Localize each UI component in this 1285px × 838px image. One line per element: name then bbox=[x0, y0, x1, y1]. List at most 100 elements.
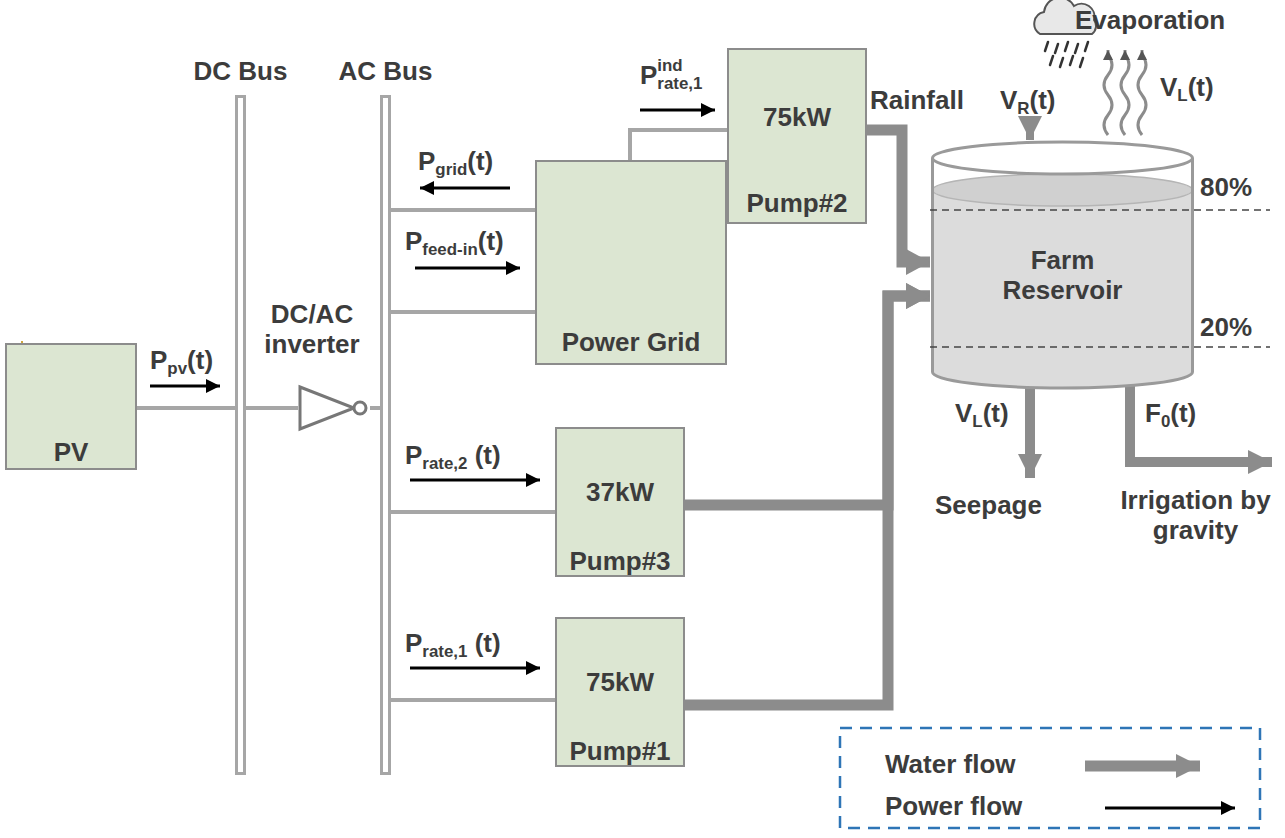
node-label: Pump#3 bbox=[569, 546, 670, 576]
node-heading: DC/AC inverter bbox=[252, 299, 372, 359]
annotation-label: VL(t) bbox=[955, 398, 1009, 431]
text-run: (t) bbox=[1170, 398, 1196, 428]
text-run: (t) bbox=[1188, 72, 1214, 102]
power-line-connector bbox=[391, 188, 535, 210]
level-line bbox=[930, 346, 1270, 348]
text-run: 0 bbox=[1161, 414, 1170, 431]
pump-box: 37kW Pump#3 bbox=[555, 427, 685, 577]
annotation-label: Seepage bbox=[935, 490, 1042, 520]
text-run: V bbox=[1000, 85, 1017, 115]
power-line-connector bbox=[391, 668, 555, 700]
inverter-triangle bbox=[300, 387, 354, 429]
text-run: (t) bbox=[983, 398, 1009, 428]
power-symbol-label: Pgrid(t) bbox=[418, 146, 493, 179]
node-label: PV bbox=[54, 437, 89, 467]
text-run: L bbox=[972, 414, 982, 431]
power-line-connector bbox=[391, 268, 535, 312]
node-label: Farm Reservoir bbox=[973, 245, 1153, 305]
text-run: (t) bbox=[187, 345, 213, 375]
annotation-label: Irrigation by gravity bbox=[1118, 485, 1273, 545]
power-flow-arrow bbox=[410, 479, 540, 482]
text-run: ind bbox=[657, 58, 682, 75]
text-run: (t) bbox=[1030, 85, 1056, 115]
power-line-connector bbox=[630, 110, 727, 160]
text-run: (t) bbox=[467, 146, 493, 176]
text-run: Seepage bbox=[935, 490, 1042, 520]
text-run: grid bbox=[435, 162, 467, 179]
text-run: 20% bbox=[1200, 312, 1252, 342]
cylinder-body bbox=[933, 158, 1193, 388]
power-flow-arrow bbox=[410, 667, 540, 670]
power-flow-arrow bbox=[415, 267, 520, 270]
ac-bus-bar: AC Bus bbox=[380, 95, 391, 775]
text-run: 80% bbox=[1200, 172, 1252, 202]
dc-bus-bar: DC Bus bbox=[235, 95, 246, 775]
rain-cloud-part bbox=[1026, 118, 1034, 140]
evaporation-arrows-part bbox=[1121, 50, 1129, 135]
text-run: pv bbox=[167, 361, 187, 378]
rating-text: 75kW bbox=[761, 102, 833, 132]
outflow-arrows-part bbox=[1025, 386, 1035, 478]
text-run: rate,1 bbox=[657, 76, 702, 93]
annotation-label: 80% bbox=[1200, 172, 1252, 202]
inverter-outline bbox=[298, 385, 370, 431]
inverter-symbol: DC/AC inverter bbox=[298, 385, 370, 431]
node-label: Pump#1 bbox=[569, 736, 670, 766]
node-heading: DC Bus bbox=[194, 56, 288, 86]
power-symbol-label: Pfeed-in(t) bbox=[405, 226, 504, 259]
water-fill bbox=[933, 190, 1193, 388]
text-run: Irrigation by gravity bbox=[1120, 485, 1270, 545]
water-flow-connector bbox=[867, 130, 930, 262]
annotation-label: Rainfall bbox=[870, 85, 964, 115]
rating-text: 37kW bbox=[584, 477, 656, 507]
text-run: feed-in bbox=[422, 242, 477, 259]
text-run: P bbox=[405, 628, 422, 658]
text-run: (t) bbox=[478, 226, 504, 256]
power-line-connector bbox=[246, 408, 298, 409]
pump-box: 75kWPump#2 bbox=[727, 48, 867, 224]
text-run: (t) bbox=[467, 440, 500, 470]
legend-text: Power flow bbox=[885, 791, 1022, 821]
power-flow-arrow bbox=[640, 109, 715, 112]
rain-cloud-part bbox=[1045, 42, 1088, 67]
power-grid-box: Power Grid bbox=[535, 160, 727, 365]
power-line-connector bbox=[391, 480, 555, 512]
text-run: P bbox=[150, 345, 167, 375]
text-run: Evaporation bbox=[1075, 5, 1225, 35]
text-run: Rainfall bbox=[870, 85, 964, 115]
power-flow-arrow bbox=[420, 187, 510, 190]
power-line-connector bbox=[370, 408, 380, 409]
legend-text: Water flow bbox=[885, 749, 1015, 779]
annotation-label: VL(t) bbox=[1160, 72, 1214, 105]
reservoir-cylinder: Farm Reservoir bbox=[930, 140, 1195, 390]
water-surface bbox=[933, 174, 1193, 206]
evaporation-arrows bbox=[1104, 50, 1146, 135]
power-wire bbox=[630, 130, 727, 160]
annotation-label: 20% bbox=[1200, 312, 1252, 342]
power-wire bbox=[137, 406, 235, 410]
rating-text: 75kW bbox=[584, 667, 656, 697]
power-wire bbox=[370, 406, 380, 410]
evaporation-arrows-part bbox=[1104, 50, 1112, 135]
text-run: P bbox=[405, 226, 422, 256]
annotation-label: Evaporation bbox=[1075, 5, 1225, 35]
power-symbol-label: Prate,1ind bbox=[640, 58, 683, 93]
power-line-connector bbox=[137, 386, 235, 408]
power-symbol-label: Prate,2 (t) bbox=[405, 440, 501, 473]
power-flow-arrow bbox=[150, 385, 220, 388]
evaporation-arrows-part bbox=[1138, 50, 1146, 135]
pump-box: 75kW Pump#1 bbox=[555, 617, 685, 767]
power-symbol-label: Prate,1 (t) bbox=[405, 628, 501, 661]
cylinder-wall bbox=[933, 158, 1193, 388]
text-run: rate,2 bbox=[422, 456, 467, 473]
node-label: Power Grid bbox=[562, 327, 701, 357]
text-run: P bbox=[640, 60, 657, 90]
inverter-bubble bbox=[354, 402, 366, 414]
outflow-arrows-part bbox=[1130, 386, 1272, 462]
power-wire bbox=[391, 310, 535, 314]
text-run: V bbox=[955, 398, 972, 428]
text-run: R bbox=[1017, 101, 1029, 118]
